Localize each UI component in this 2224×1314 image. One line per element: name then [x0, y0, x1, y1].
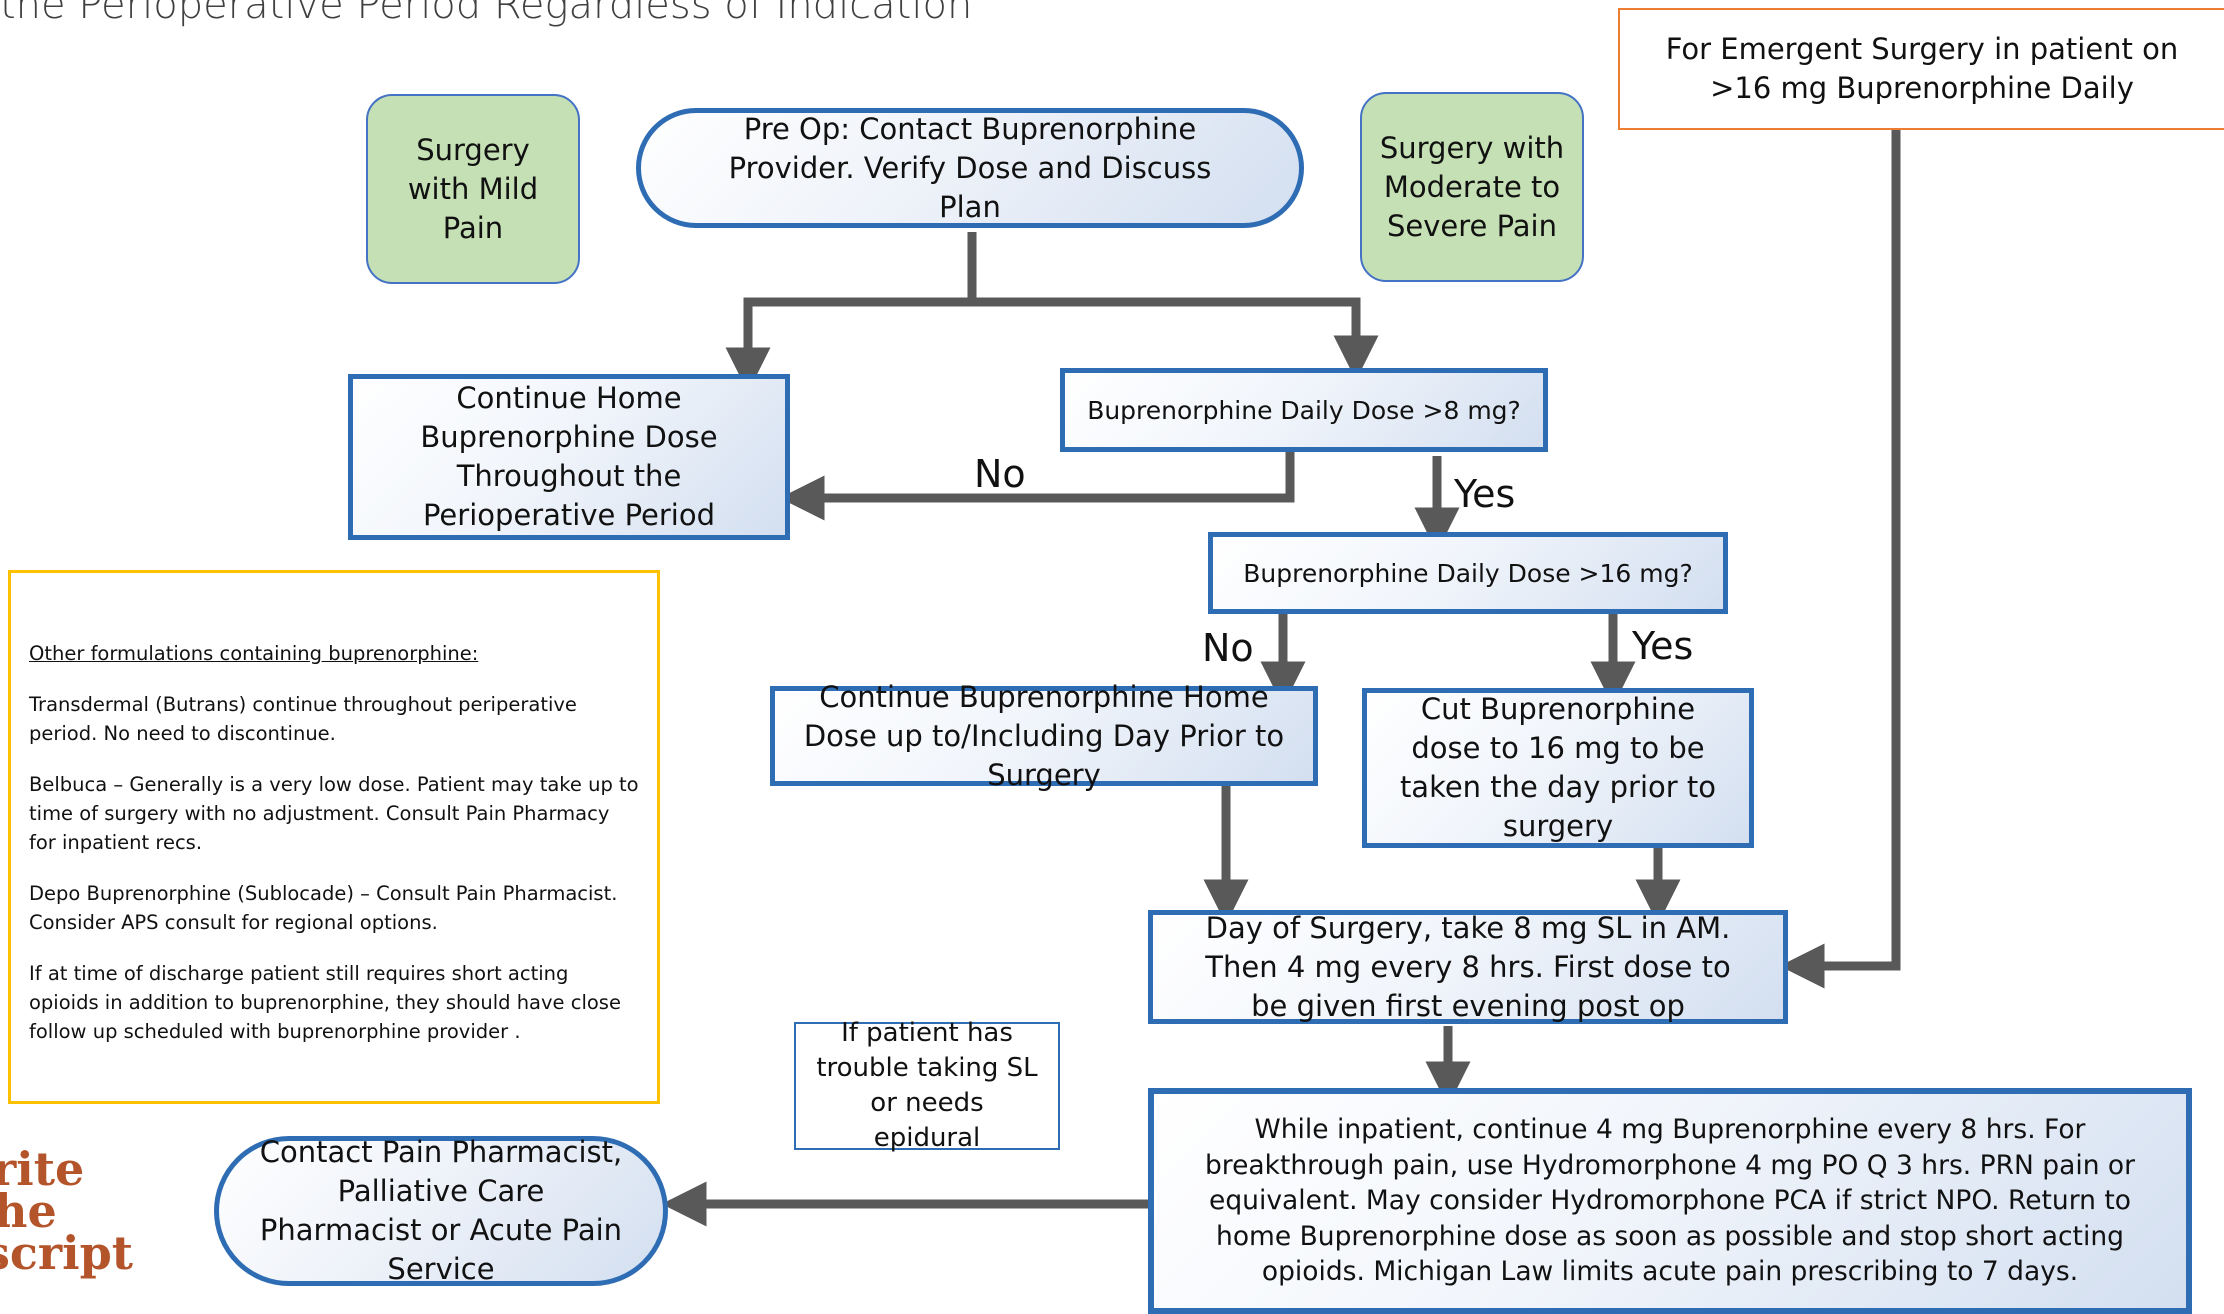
emergent-surgery-label: For Emergent Surgery in patient on >16 m…	[1665, 32, 2179, 105]
continue-prior-box: Continue Buprenorphine Home Dose up to/I…	[770, 680, 1318, 792]
surgery-mild-pain-box: Surgery with Mild Pain	[366, 94, 580, 284]
cut-dose-box: Cut Buprenorphine dose to 16 mg to be ta…	[1362, 688, 1754, 848]
trouble-sl-box: If patient has trouble taking SL or need…	[794, 1018, 1060, 1153]
preop-oval: Pre Op: Contact Buprenorphine Provider. …	[636, 108, 1304, 228]
inpatient-label: While inpatient, continue 4 mg Buprenorp…	[1204, 1114, 2136, 1288]
arrow-preop-to-continue-home	[725, 232, 977, 393]
contact-pain-oval: Contact Pain Pharmacist, Palliative Care…	[214, 1135, 668, 1286]
edge-label-gt16-yes: Yes	[1632, 624, 1694, 668]
logo-line-1: rite	[0, 1148, 85, 1196]
surgery-mild-pain-label: Surgery with Mild Pain	[407, 132, 539, 245]
page-title: the Perioperative Period Regardless of I…	[0, 0, 973, 28]
note-heading: Other formulations containing buprenorph…	[29, 642, 479, 665]
inpatient-box: While inpatient, continue 4 mg Buprenorp…	[1148, 1088, 2192, 1314]
other-formulations-note: Other formulations containing buprenorph…	[8, 570, 660, 1104]
continue-home-box: Continue Home Buprenorphine Dose Through…	[348, 374, 790, 540]
edge-label-gt16-no: No	[1202, 626, 1254, 670]
arrow-emergent-to-day	[1779, 130, 1901, 989]
contact-pain-label: Contact Pain Pharmacist, Palliative Care…	[259, 1135, 623, 1286]
surgery-moderate-severe-label: Surgery with Moderate to Severe Pain	[1379, 130, 1565, 243]
cut-dose-label: Cut Buprenorphine dose to 16 mg to be ta…	[1399, 692, 1717, 843]
continue-home-label: Continue Home Buprenorphine Dose Through…	[420, 381, 718, 532]
note-item-transdermal: Transdermal (Butrans) continue throughou…	[29, 693, 577, 745]
logo: rite he script	[0, 1148, 140, 1288]
dose-gt16-label: Buprenorphine Daily Dose >16 mg?	[1243, 558, 1693, 588]
surgery-moderate-severe-box: Surgery with Moderate to Severe Pain	[1360, 92, 1584, 282]
day-of-surgery-box: Day of Surgery, take 8 mg SL in AM. Then…	[1148, 910, 1788, 1024]
emergent-surgery-box: For Emergent Surgery in patient on >16 m…	[1618, 8, 2224, 130]
dose-gt16-box: Buprenorphine Daily Dose >16 mg?	[1208, 532, 1728, 614]
day-of-surgery-label: Day of Surgery, take 8 mg SL in AM. Then…	[1205, 910, 1731, 1023]
edge-label-gt8-yes: Yes	[1454, 472, 1516, 516]
note-item-discharge: If at time of discharge patient still re…	[29, 962, 621, 1043]
preop-label: Pre Op: Contact Buprenorphine Provider. …	[728, 111, 1212, 224]
trouble-sl-label: If patient has trouble taking SL or need…	[816, 1018, 1038, 1153]
dose-gt8-label: Buprenorphine Daily Dose >8 mg?	[1087, 395, 1521, 425]
arrow-gt8-no	[779, 450, 1295, 521]
note-item-depo: Depo Buprenorphine (Sublocade) – Consult…	[29, 882, 618, 934]
logo-line-2: he	[0, 1184, 57, 1238]
edge-label-gt8-no: No	[974, 452, 1026, 496]
dose-gt8-box: Buprenorphine Daily Dose >8 mg?	[1060, 368, 1548, 452]
arrow-preop-to-dose-gt8	[972, 297, 1379, 381]
logo-line-3: script	[0, 1226, 134, 1280]
note-item-belbuca: Belbuca – Generally is a very low dose. …	[29, 773, 639, 854]
continue-prior-label: Continue Buprenorphine Home Dose up to/I…	[803, 679, 1285, 792]
